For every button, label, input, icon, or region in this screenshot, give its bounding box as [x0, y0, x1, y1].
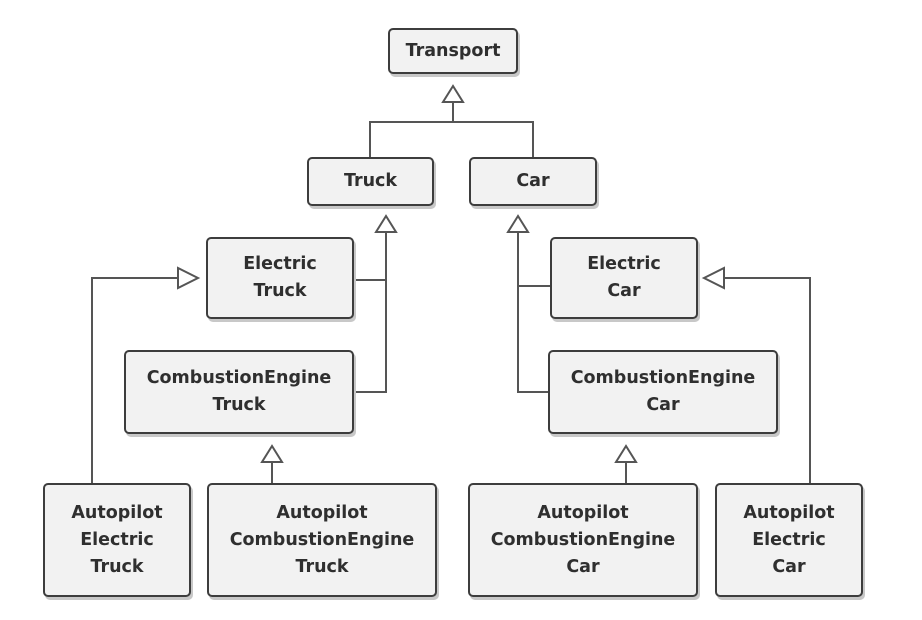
node-label-line: Car	[607, 281, 641, 301]
arrow-combustion-car-inheritance	[614, 444, 638, 463]
node-label-line: Truck	[295, 556, 349, 577]
edge-combustion-truck-to-truck	[355, 232, 387, 393]
node-label-line: Electric	[752, 529, 826, 550]
node-label-line: CombustionEngine	[146, 368, 332, 388]
node-label-line: Truck	[343, 171, 398, 191]
node-label-line: Autopilot	[71, 502, 163, 523]
edge-combustion-car-to-car	[517, 232, 548, 393]
arrow-truck-inheritance	[374, 214, 398, 233]
node-label-line: Autopilot	[743, 502, 835, 523]
node-label-line: Car	[772, 556, 806, 577]
node-label-line: CombustionEngine	[229, 529, 415, 550]
node-label-line: Truck	[212, 395, 266, 415]
node-label-line: Electric	[587, 254, 661, 274]
node-truck: Truck	[307, 157, 434, 206]
node-label-line: Truck	[253, 281, 307, 301]
node-label-line: Autopilot	[276, 502, 368, 523]
node-car: Car	[469, 157, 597, 206]
edge-autopilot-electric-car	[724, 277, 811, 483]
node-label-line: CombustionEngine	[570, 368, 756, 388]
arrow-electric-truck-inheritance	[177, 266, 201, 290]
node-label-line: Car	[646, 395, 680, 415]
node-label-line: Car	[516, 171, 550, 191]
node-label-line: Autopilot	[537, 502, 629, 523]
node-label-line: Transport	[405, 40, 501, 61]
arrow-electric-car-inheritance	[701, 266, 725, 290]
edge-truck-car-to-transport	[369, 121, 534, 157]
edge-autopilot-electric-truck	[91, 277, 178, 483]
arrow-transport-inheritance	[441, 84, 465, 103]
node-label-line: Car	[566, 556, 600, 577]
node-label-line: Electric	[243, 254, 317, 274]
arrow-car-inheritance	[506, 214, 530, 233]
node-transport: Transport	[388, 28, 518, 74]
node-label-line: CombustionEngine	[490, 529, 676, 550]
arrow-combustion-truck-inheritance	[260, 444, 284, 463]
node-label-line: Truck	[90, 556, 144, 577]
node-label-line: Electric	[80, 529, 154, 550]
